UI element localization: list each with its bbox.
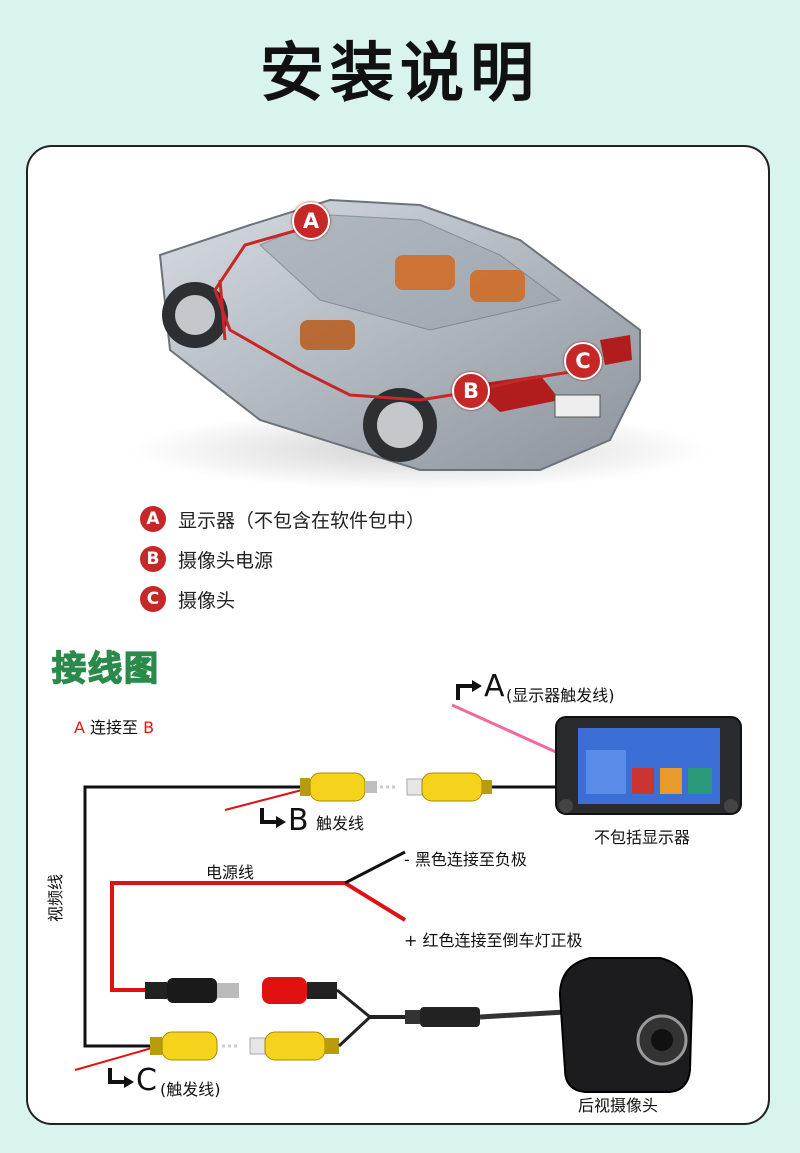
car-marker-c: C [564,342,602,380]
wiring-diagram-title: 接线图 [51,648,160,690]
label-b-letter: B [288,803,309,838]
note-a: A [74,718,85,737]
legend-badge-b: B [140,546,166,572]
power-line-label: 电源线 [206,863,255,882]
car-marker-a: A [292,202,330,240]
legend-badge-a: A [140,506,166,532]
label-a-letter: A [484,669,505,704]
black-wire-label: - 黑色连接至负极 [404,850,527,869]
connection-note: A 连接至 B [74,714,154,738]
red-wire-label: + 红色连接至倒车灯正极 [404,931,583,950]
note-mid: 连接至 [84,718,144,737]
monitor-caption: 不包括显示器 [594,828,691,847]
label-c-letter: C [136,1063,157,1098]
camera-caption: 后视摄像头 [578,1096,659,1115]
legend-text-b: 摄像头电源 [178,550,274,572]
legend-badge-c: C [140,586,166,612]
video-line-label: 视频线 [46,873,65,922]
label-c-text: (触发线) [160,1080,221,1099]
page-title: 安装说明 [260,37,540,111]
legend-text-c: 摄像头 [178,590,236,612]
label-a-text: (显示器触发线) [506,686,615,705]
car-marker-b: B [452,372,490,410]
note-b: B [143,718,155,737]
label-b-text: 触发线 [316,814,365,833]
legend-text-a: 显示器（不包含在软件包中） [178,510,426,532]
